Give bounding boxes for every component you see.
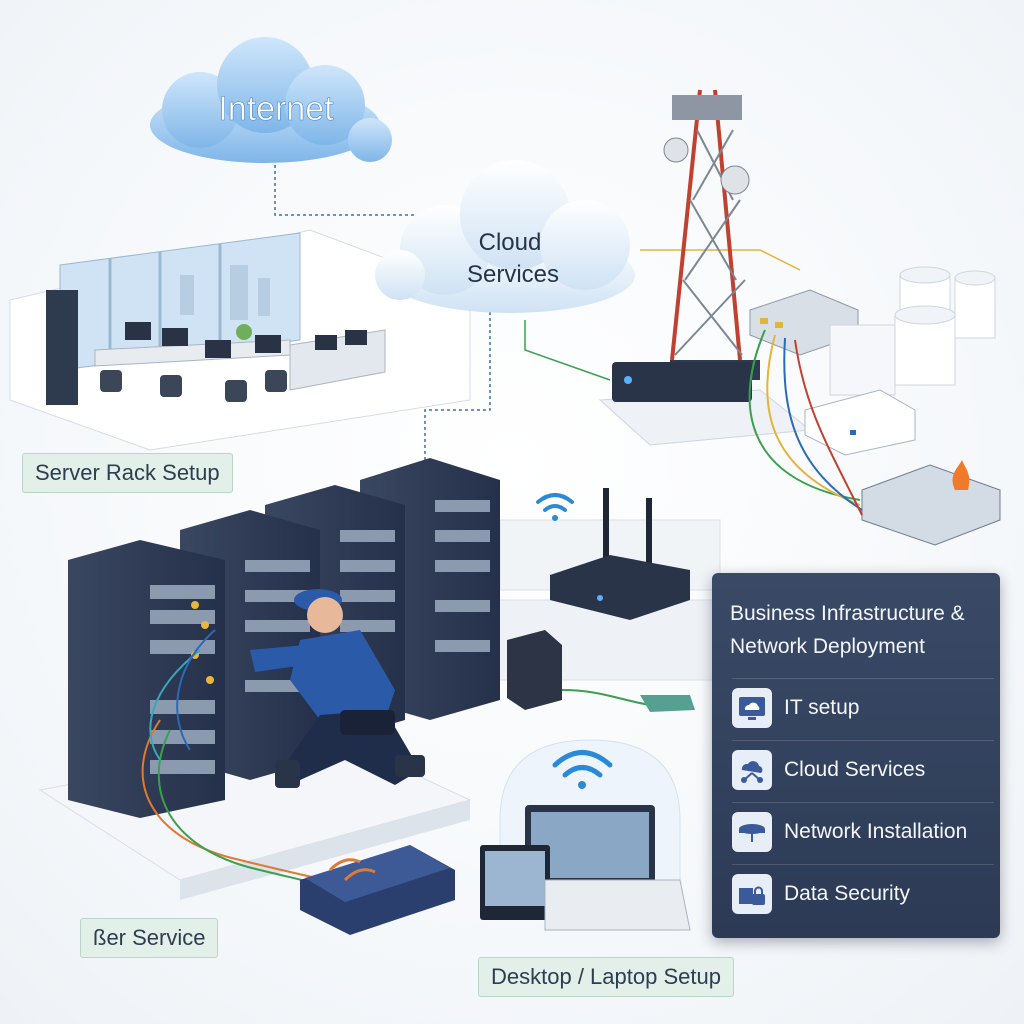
panel-divider [732,678,994,679]
network-links [274,165,801,460]
firewall-device [861,460,1001,546]
service-label: Network Installation [784,820,968,843]
cloud-services-cloud: Cloud Services [375,160,635,313]
cloud-label-line2: Services [467,261,559,288]
storage-cylinders [829,266,996,396]
lock-icon [732,874,772,914]
server-rack-setup-tag: Server Rack Setup [22,453,233,493]
colored-cables [748,329,863,516]
service-item-data-security: Data Security [732,874,994,914]
panel-divider [732,864,994,865]
service-item-network-installation: Network Installation [732,812,994,852]
panel-divider [732,740,994,741]
cloud-network-icon [732,750,772,790]
fiber-service-tag: ßer Service [80,918,219,958]
cloud-label-line1: Cloud [479,229,542,256]
small-device [507,630,695,712]
cloud-monitor-icon [732,688,772,728]
service-item-cloud-services: Cloud Services [732,750,994,790]
cell-tower [598,89,812,446]
office-room [9,229,471,451]
server-unit [804,389,916,456]
service-item-it-setup: IT setup [732,688,994,728]
router-icon [732,812,772,852]
desktop-laptop-setup-tag: Desktop / Laptop Setup [478,957,734,997]
service-label: Cloud Services [784,758,926,781]
services-panel: Business Infrastructure & Network Deploy… [712,573,1000,938]
desktop-laptop [480,739,691,931]
wifi-router [536,488,690,620]
technician [250,589,425,788]
service-label: Data Security [784,882,911,905]
service-label: IT setup [784,696,860,719]
panel-divider [732,802,994,803]
internet-label: Internet [218,90,334,128]
fiber-device [300,845,455,935]
panel-title: Business Infrastructure & Network Deploy… [730,602,965,658]
internet-cloud: Internet [150,37,392,163]
